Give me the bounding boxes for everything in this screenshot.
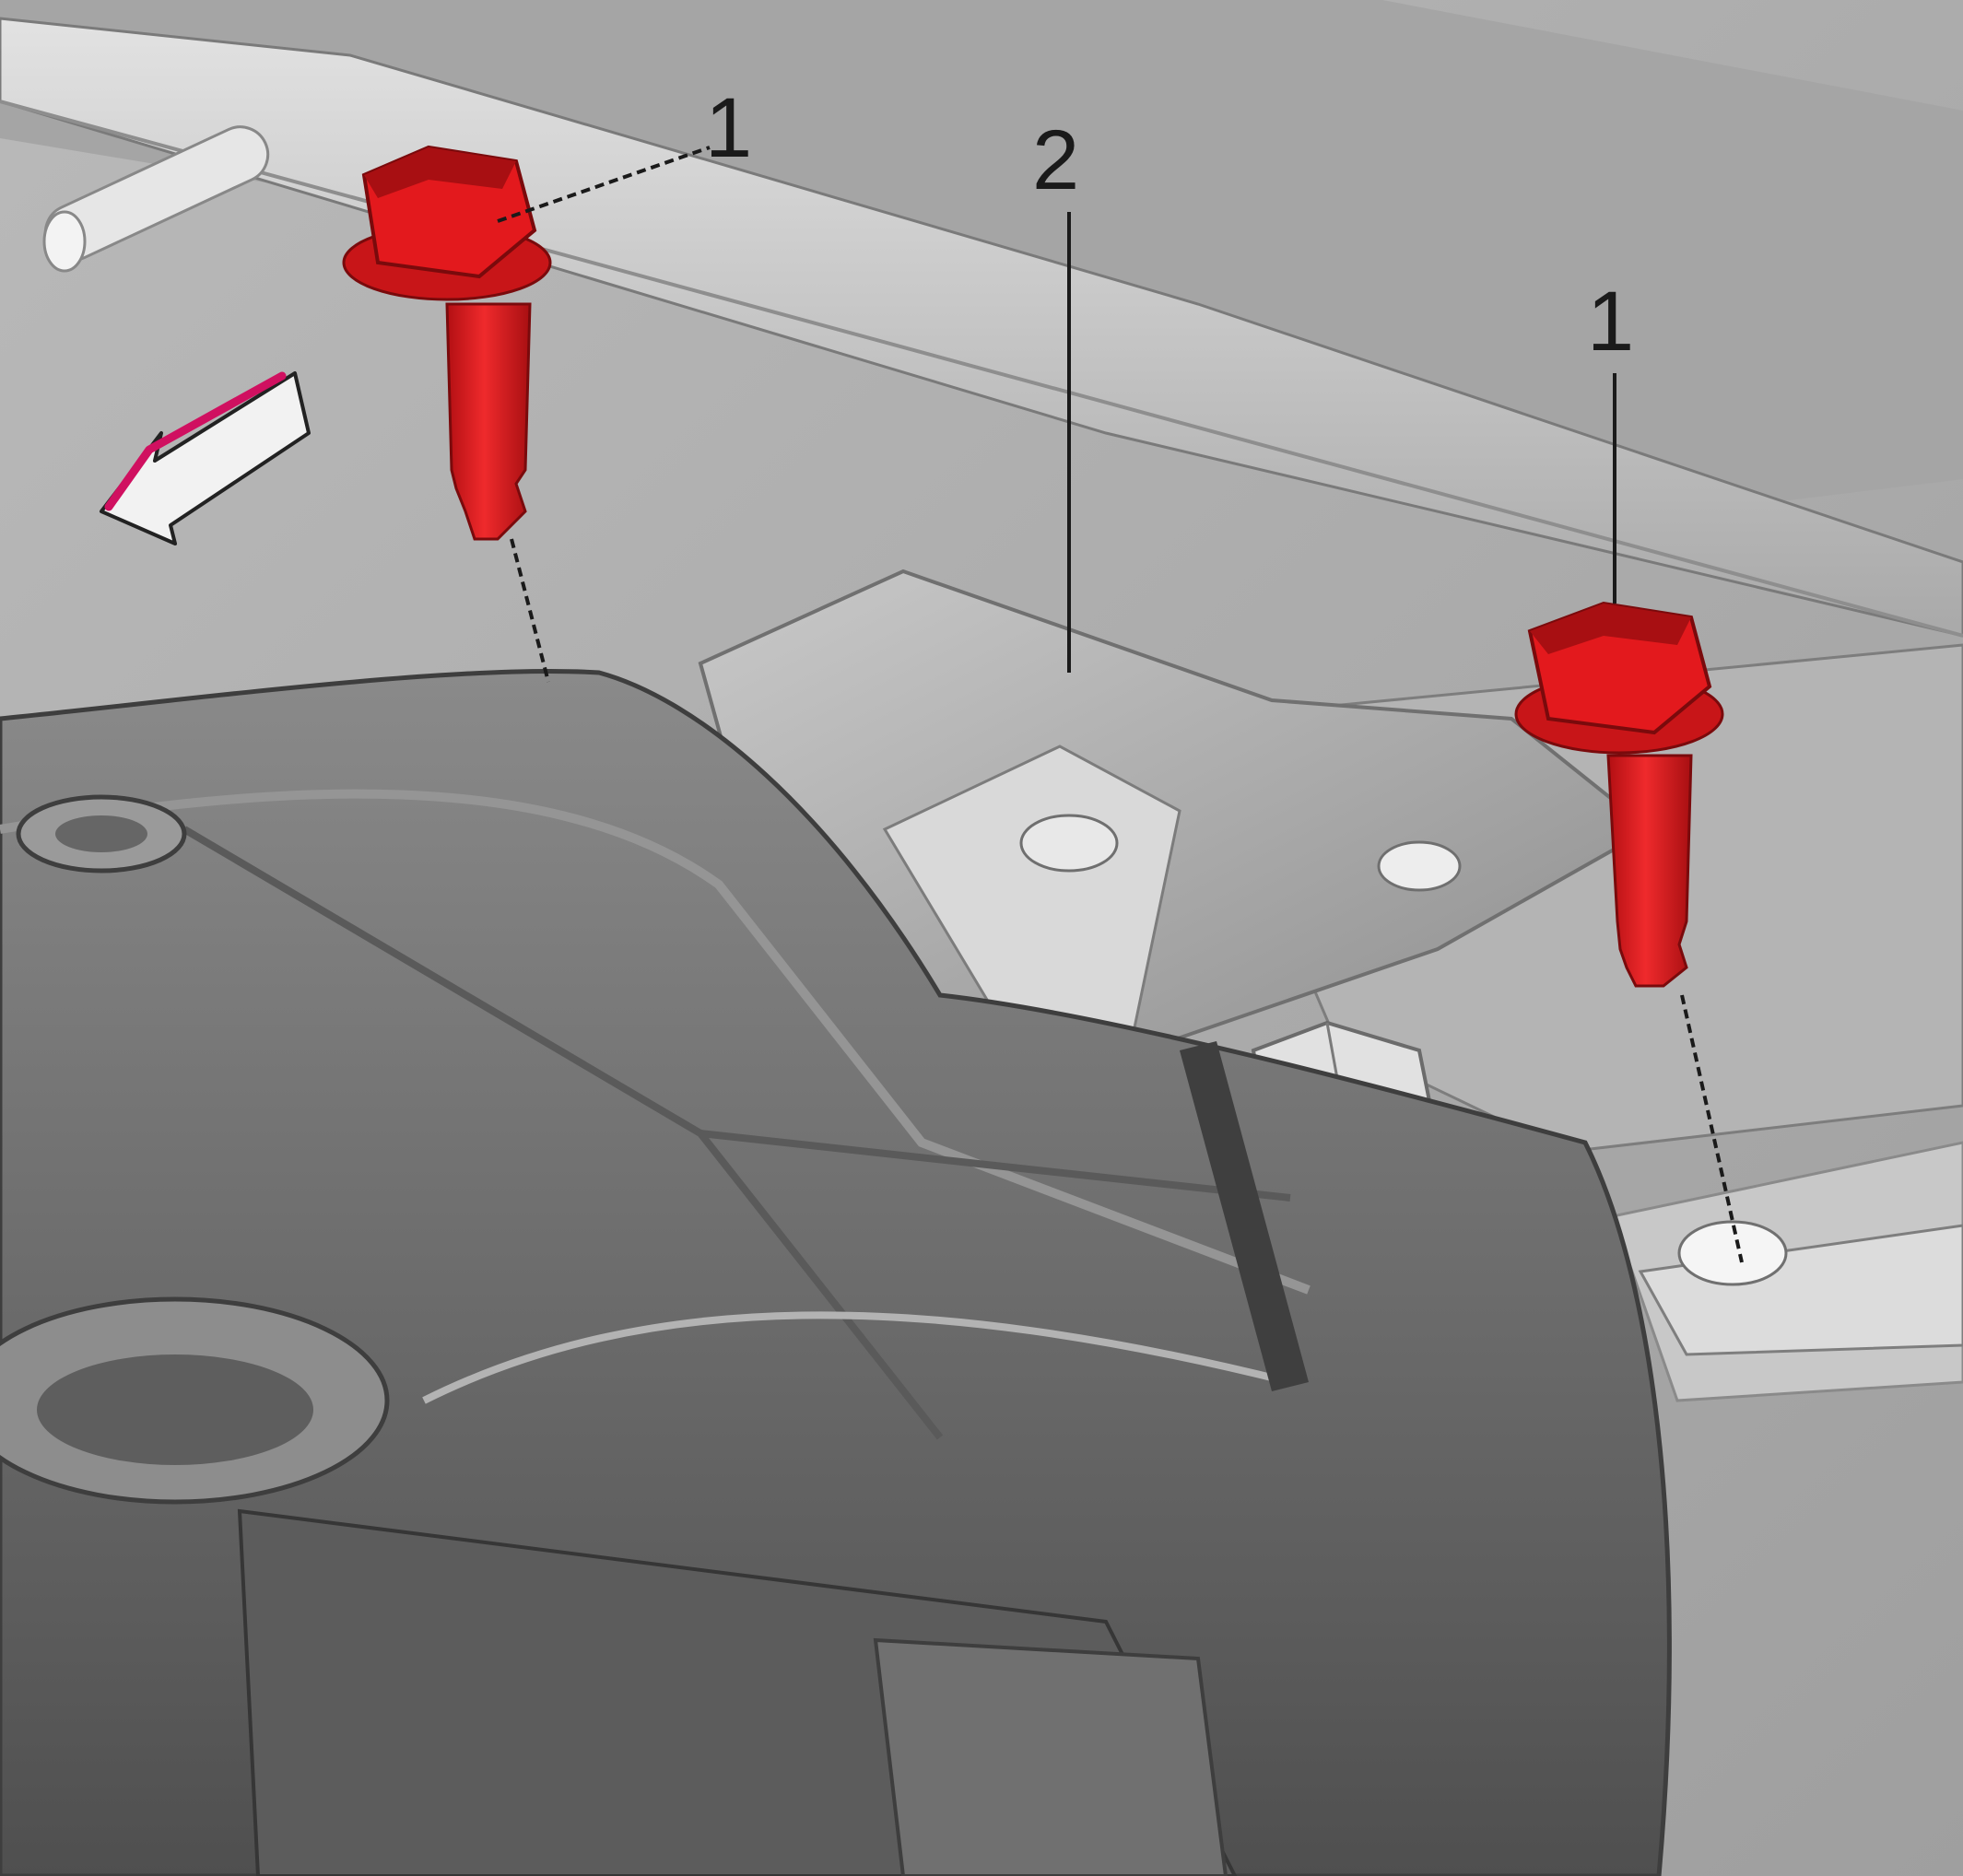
pipe [42,125,270,273]
bolt-guide-line-right [1680,994,1744,1263]
lower-housing [0,668,1672,1876]
rail-edge [0,100,1963,638]
bracket-hole-lower [1019,814,1119,873]
mount-hole [1677,1220,1788,1286]
mounting-bracket [698,569,1653,1053]
leader-line-1-left [497,146,711,223]
bracket-hole [1377,840,1462,892]
callout-bolt-left: 1 [705,81,752,175]
callout-bolt-right: 1 [1587,275,1634,369]
hex-flange-bolt-icon-right [1514,601,1744,1263]
front-direction-arrow-icon [100,371,311,545]
callout-bracket: 2 [1032,113,1079,207]
bolt-guide-line-left [510,538,550,683]
right-mount-pad [1638,1220,1963,1356]
hex-flange-bolt-icon [342,145,552,683]
